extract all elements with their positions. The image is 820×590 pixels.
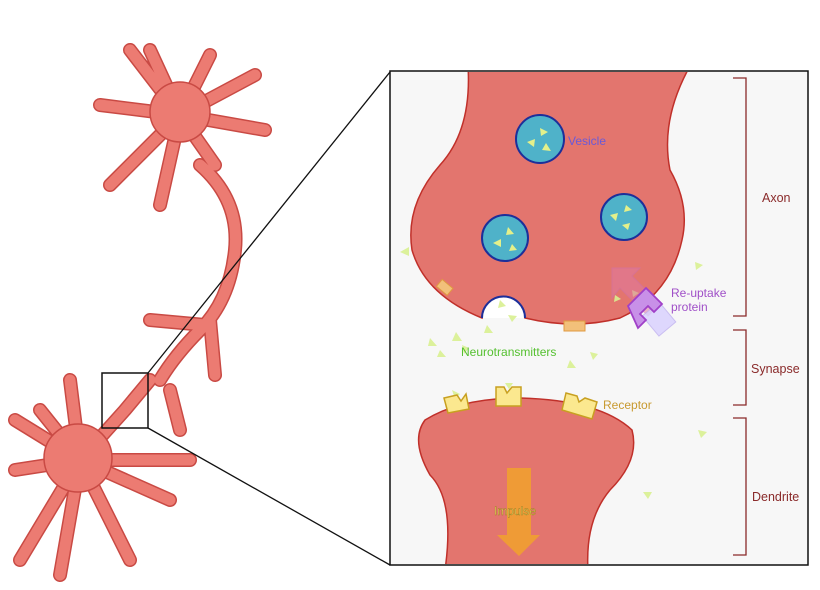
vesicle-fusion-pit — [481, 295, 526, 319]
axon-bracket — [733, 77, 747, 317]
zoom-line-bottom — [147, 427, 391, 566]
reuptake-protein — [611, 267, 677, 337]
membrane-channel — [435, 278, 454, 297]
impulse-arrow — [497, 468, 540, 556]
vesicle — [600, 193, 648, 241]
impulse-label: Impulse — [494, 504, 536, 518]
neurotransmitters — [493, 128, 632, 251]
receptor-label: Receptor — [603, 398, 652, 412]
vesicle — [515, 114, 565, 164]
dendrite-label: Dendrite — [752, 490, 799, 504]
reuptake-label-line1: Re-uptake — [671, 286, 727, 300]
synapse-label: Synapse — [751, 362, 800, 376]
receptor — [561, 392, 598, 420]
zoom-line-top — [147, 71, 391, 374]
membrane-channel — [563, 320, 586, 332]
neuron-illustration — [8, 43, 272, 582]
vesicle-label: Vesicle — [568, 134, 606, 148]
zoom-region-box — [101, 372, 149, 429]
vesicle — [481, 214, 529, 262]
receptor — [495, 386, 522, 407]
receptors — [443, 386, 598, 420]
synapse-bracket — [733, 329, 747, 406]
neurotransmitters-label: Neurotransmitters — [461, 345, 556, 359]
dendrite-bracket — [733, 417, 747, 556]
vesicles — [481, 114, 648, 262]
reuptake-label-line2: protein — [671, 300, 708, 314]
brackets — [733, 77, 747, 556]
axon-label: Axon — [762, 191, 791, 205]
receptor — [443, 392, 470, 414]
